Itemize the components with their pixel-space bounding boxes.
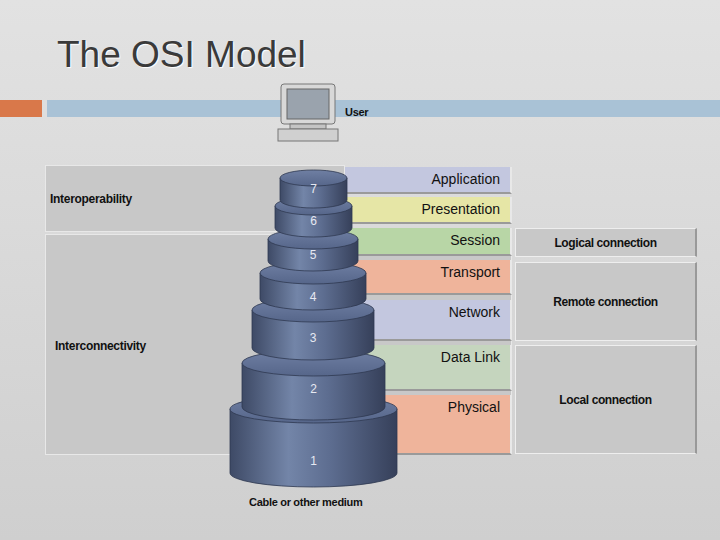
- layer-name: Network: [449, 304, 500, 320]
- connection-box: Remote connection: [515, 262, 697, 341]
- box-label: Interconnectivity: [55, 339, 146, 353]
- layer-number: 7: [280, 182, 347, 196]
- header-bar: [47, 100, 720, 117]
- medium-label: Cable or other medium: [249, 496, 363, 508]
- computer-icon: [278, 84, 338, 141]
- layer-name: Session: [450, 232, 500, 248]
- osi-layer-box: Transport: [345, 260, 512, 295]
- osi-layer-box: Presentation: [345, 197, 512, 224]
- accent-bar: [0, 100, 42, 117]
- layer-number: 3: [252, 331, 374, 345]
- box-label: Remote connection: [516, 295, 695, 309]
- layer-name: Application: [432, 171, 501, 187]
- layer-number: 4: [260, 290, 366, 304]
- stack-tier: 7: [280, 170, 347, 208]
- connection-box: Local connection: [515, 345, 697, 454]
- layer-number: 6: [275, 214, 352, 228]
- connection-box: Logical connection: [515, 228, 697, 257]
- layer-number: 5: [268, 248, 358, 262]
- box-label: Logical connection: [516, 236, 695, 250]
- layer-name: Data Link: [441, 349, 500, 365]
- layer-name: Transport: [441, 264, 500, 280]
- osi-layer-box: Session: [345, 228, 512, 256]
- user-label: User: [345, 106, 368, 118]
- box-label: Local connection: [516, 393, 695, 407]
- layer-number: 2: [242, 382, 385, 396]
- slide-title: The OSI Model: [57, 34, 306, 76]
- box-label: Interoperability: [50, 192, 132, 206]
- layer-name: Physical: [448, 399, 500, 415]
- layer-number: 1: [230, 454, 397, 468]
- osi-layer-box: Application: [345, 167, 512, 194]
- stack-tier: 2: [242, 350, 385, 420]
- layer-name: Presentation: [421, 201, 500, 217]
